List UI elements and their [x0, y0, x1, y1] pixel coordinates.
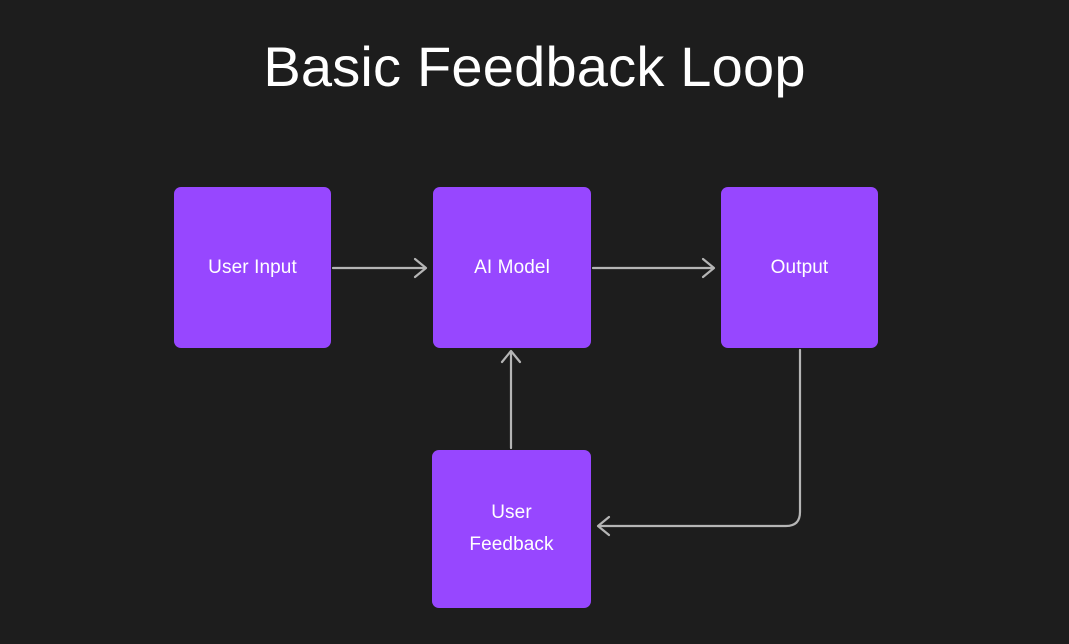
edge-ai-model-to-output	[591, 257, 716, 279]
node-user-input[interactable]: User Input	[174, 187, 331, 348]
node-output-label: Output	[770, 256, 829, 278]
node-user-feedback[interactable]: User Feedback	[432, 450, 591, 608]
node-ai-model[interactable]: AI Model	[433, 187, 591, 348]
edge-output-to-user-feedback	[596, 348, 802, 537]
node-ai-model-label: AI Model	[474, 256, 550, 278]
node-user-feedback-label: User Feedback	[469, 502, 554, 555]
node-output[interactable]: Output	[721, 187, 878, 348]
page-title: Basic Feedback Loop	[263, 35, 806, 98]
edge-user-input-to-ai-model	[331, 257, 428, 279]
edge-user-feedback-to-ai-model	[500, 349, 522, 450]
node-user-input-label: User Input	[208, 256, 297, 278]
